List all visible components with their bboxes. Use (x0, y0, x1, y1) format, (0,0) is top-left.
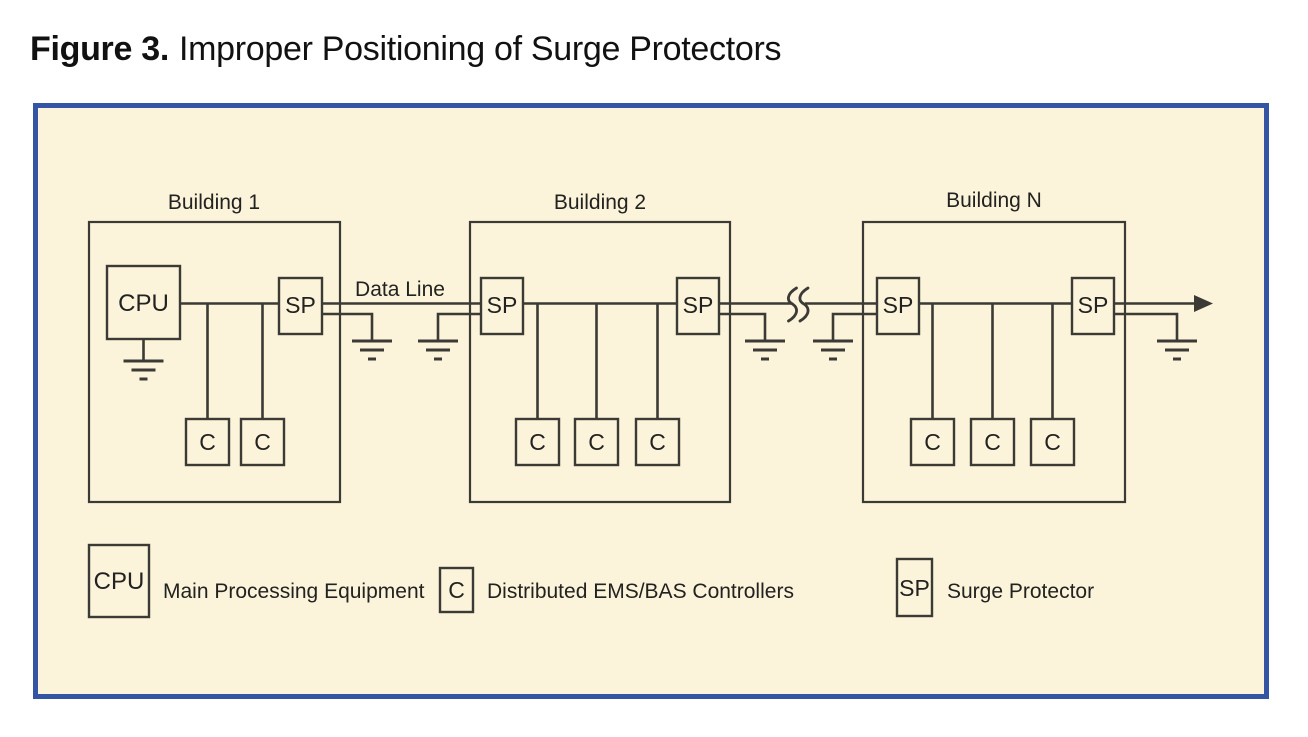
controller-box-label: C (529, 429, 546, 455)
controller-box-label: C (199, 429, 216, 455)
building-n: Building N SP SP C C C (861, 189, 1127, 504)
controller-box (909, 417, 956, 467)
diagram-panel (33, 103, 1269, 699)
controller-box (184, 417, 231, 467)
controller-box-label: C (254, 429, 271, 455)
building-n-outline (861, 220, 1127, 504)
data-line-arrow-icon (1194, 295, 1213, 312)
building-n-label: Building N (946, 189, 1042, 212)
legend-controller-description: Distributed EMS/BAS Controllers (487, 580, 794, 603)
sp-box-label: SP (883, 292, 914, 318)
sp-ground-tap (1113, 312, 1179, 341)
line-break-icon (787, 286, 810, 323)
controller-box-label: C (649, 429, 666, 455)
figure-title-number: Figure 3. (30, 30, 169, 68)
legend-controller-box (438, 566, 475, 614)
building-1-outline (87, 220, 342, 504)
legend-cpu-box (87, 543, 151, 619)
sp-box-label: SP (1078, 292, 1109, 318)
sp-box (479, 276, 525, 336)
controller-box-label: C (924, 429, 941, 455)
squiggle (798, 286, 810, 323)
sp-ground-tap (322, 312, 374, 341)
controller-box (1029, 417, 1076, 467)
sp-box (875, 276, 921, 336)
controller-box-label: C (1044, 429, 1061, 455)
sp-ground-tap (436, 312, 481, 341)
figure-title: Figure 3. Improper Positioning of Surge P… (30, 30, 781, 68)
building-1: Building 1 CPU SP C C (87, 191, 342, 504)
legend-cpu-symbol: CPU (94, 568, 145, 595)
sp-box (1070, 276, 1116, 336)
squiggle (787, 286, 798, 323)
controller-box (239, 417, 286, 467)
sp-ground-tap (718, 312, 767, 341)
figure-title-text: Improper Positioning of Surge Protectors (179, 30, 781, 68)
cpu-box (105, 264, 182, 341)
controller-box (514, 417, 561, 467)
sp-box-label: SP (285, 292, 316, 318)
controller-box (634, 417, 681, 467)
sp-box (675, 276, 721, 336)
legend-controller-symbol: C (448, 577, 465, 603)
controller-box (969, 417, 1016, 467)
legend-cpu-description: Main Processing Equipment (163, 580, 425, 603)
sp-box-label: SP (487, 292, 518, 318)
controller-box (573, 417, 620, 467)
cpu-box-label: CPU (118, 290, 169, 317)
building-2-label: Building 2 (554, 191, 646, 214)
controller-box-label: C (588, 429, 605, 455)
building-2-outline (468, 220, 732, 504)
legend: CPU Main Processing Equipment C Distribu… (87, 543, 1094, 619)
legend-sp-symbol: SP (899, 575, 930, 601)
legend-sp-box (895, 557, 934, 618)
legend-sp-description: Surge Protector (947, 580, 1094, 603)
sp-box-label: SP (683, 292, 714, 318)
building-1-label: Building 1 (168, 191, 260, 214)
building-2: Building 2 SP SP C C C (468, 191, 732, 504)
controller-box-label: C (984, 429, 1001, 455)
sp-box (277, 276, 324, 336)
data-line-label: Data Line (355, 278, 445, 301)
